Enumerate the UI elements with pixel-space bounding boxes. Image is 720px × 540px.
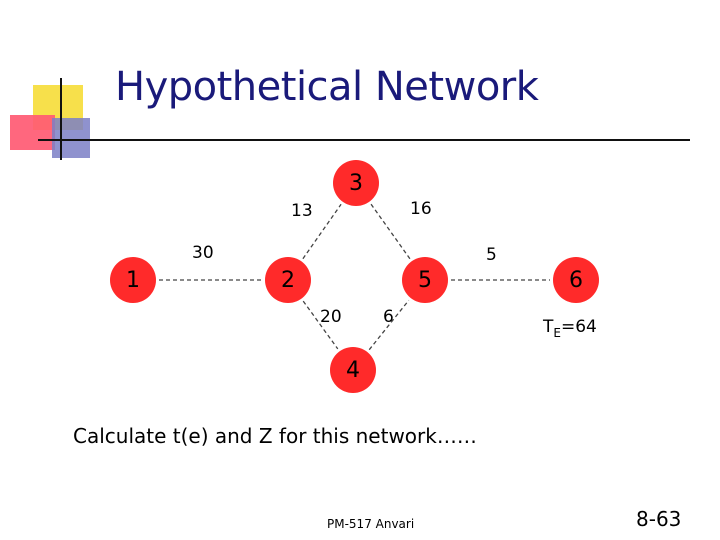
edge-4-5: [368, 299, 410, 351]
node-label: 6: [569, 268, 583, 293]
node-circle: [330, 347, 376, 393]
node-label: 2: [281, 268, 295, 293]
footer-text: PM-517 Anvari: [327, 517, 415, 531]
edge-label-2-3: 13: [291, 201, 313, 221]
decor-blue-square: [52, 118, 90, 158]
edge-label-3-5: 16: [410, 199, 432, 219]
slide-number: 8-63: [636, 507, 682, 531]
node-circle: [265, 257, 311, 303]
node-label: 5: [418, 268, 432, 293]
slide-title: Hypothetical Network: [115, 64, 539, 110]
completion-time-label: TE=64: [542, 317, 597, 340]
node-label: 3: [349, 171, 363, 196]
node-label: 1: [126, 268, 140, 293]
node-3: 3: [333, 160, 379, 206]
node-6: 6: [553, 257, 599, 303]
node-5: 5: [402, 257, 448, 303]
node-2: 2: [265, 257, 311, 303]
edge-label-5-6: 5: [486, 245, 497, 265]
edge-2-4: [302, 300, 339, 350]
node-1: 1: [110, 257, 156, 303]
edge-label-2-4: 20: [320, 307, 342, 327]
node-4: 4: [330, 347, 376, 393]
decor-red-square: [10, 115, 55, 150]
node-label: 4: [346, 358, 360, 383]
node-circle: [333, 160, 379, 206]
edge-3-5: [370, 203, 411, 260]
title-underline: [38, 139, 690, 141]
node-circle: [110, 257, 156, 303]
edge-label-4-5: 6: [383, 307, 394, 327]
node-circle: [553, 257, 599, 303]
decor-vertical-line: [60, 78, 62, 160]
question-text: Calculate t(e) and Z for this network……: [73, 424, 477, 448]
node-circle: [402, 257, 448, 303]
edge-label-1-2: 30: [192, 243, 214, 263]
